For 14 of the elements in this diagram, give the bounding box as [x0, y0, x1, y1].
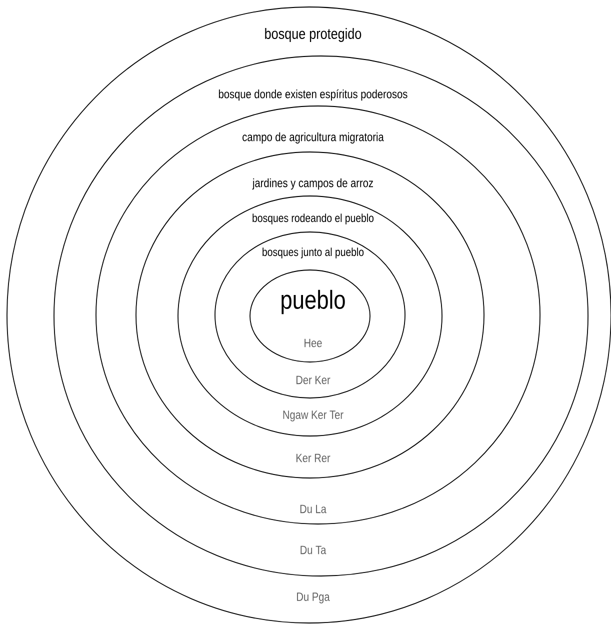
ring-label: Der Ker [296, 376, 330, 384]
ring-label: Du La [300, 504, 326, 514]
ring-label: bosque protegido [265, 28, 362, 42]
ring-label: Ker Rer [296, 454, 330, 462]
ring-label: bosque donde existen espíritus poderosos [218, 89, 408, 101]
ring-label: Du Ta [300, 546, 326, 554]
ring-label: pueblo [282, 290, 345, 314]
ring-label: jardines y campos de arroz [252, 178, 373, 190]
ring-label: Hee [304, 338, 322, 348]
ring-label: bosques rodeando el pueblo [252, 214, 374, 224]
ring-label: campo de agricultura migratoria [242, 132, 384, 144]
ring-label: Ngaw Ker Ter [283, 410, 344, 422]
ring-label: bosques junto al pueblo [262, 248, 364, 258]
ring-label: Du Pga [297, 592, 330, 604]
